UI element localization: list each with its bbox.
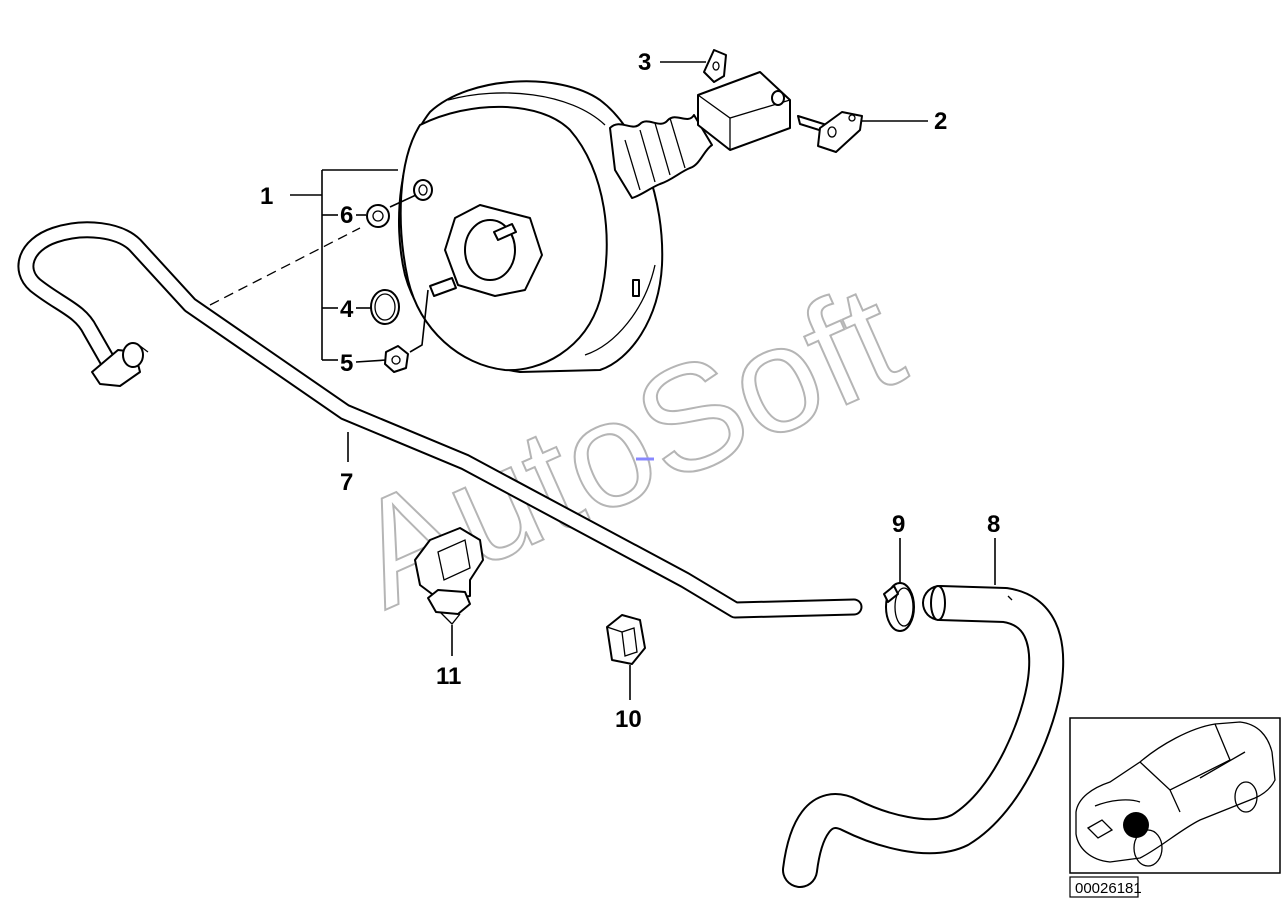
diagram-id: 00026181	[1075, 880, 1142, 897]
part-6-grommet	[366, 204, 390, 228]
callout-5: 5	[340, 350, 353, 377]
callout-9: 9	[892, 511, 905, 538]
callout-6: 6	[340, 202, 353, 229]
diagram-id-box: 00026181	[1069, 876, 1142, 898]
callout-11: 11	[436, 663, 461, 690]
part-10-rubber-mount	[606, 614, 646, 665]
part-7-vacuum-hose	[17, 221, 863, 619]
part-5-nut	[384, 345, 409, 373]
part-2-pin	[797, 111, 863, 153]
part-8-hose	[782, 585, 1065, 888]
callout-2: 2	[934, 108, 947, 135]
part-9-hose-clamp	[883, 582, 915, 632]
car-locator-icon	[1075, 721, 1276, 867]
callout-7: 7	[340, 469, 353, 496]
leader-lines	[290, 61, 996, 700]
callout-8: 8	[987, 511, 1000, 538]
brake-booster	[398, 71, 791, 373]
callout-1: 1	[260, 183, 273, 210]
callout-10: 10	[615, 706, 642, 733]
locator-inset	[1069, 717, 1281, 874]
callouts: 1 2 3 4 5 6 7 8 9 10 11	[260, 49, 1000, 733]
callout-4: 4	[340, 296, 354, 323]
part-11-hose-holder	[414, 527, 484, 625]
part-3-clip	[703, 49, 727, 83]
location-marker	[1123, 812, 1149, 838]
callout-3: 3	[638, 49, 651, 76]
part-4-seal-ring	[370, 289, 400, 325]
